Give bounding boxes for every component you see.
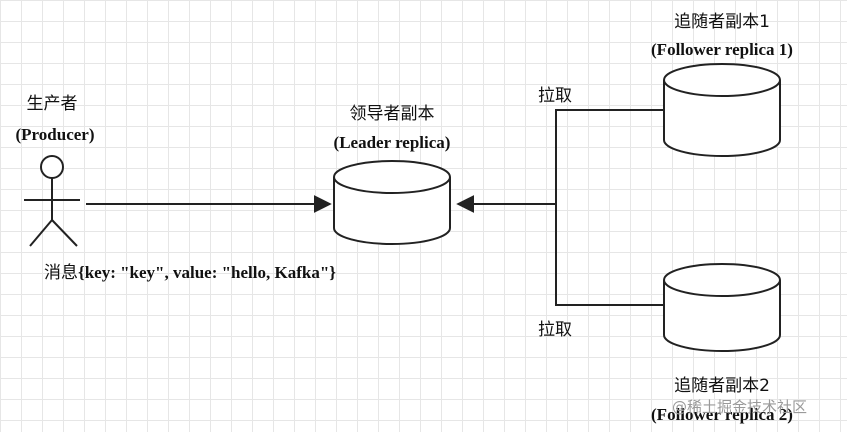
message-body: {key: "key", value: "hello, Kafka"} bbox=[78, 263, 336, 282]
follower1-label-en: (Follower replica 1) bbox=[651, 40, 793, 59]
leader-label-cn: 领导者副本 bbox=[349, 104, 435, 124]
pull-connectors bbox=[555, 109, 663, 306]
message-label: 消息{key: "key", value: "hello, Kafka"} bbox=[44, 263, 336, 283]
follower-replica-1-cylinder bbox=[663, 63, 781, 157]
pull-label-top: 拉取 bbox=[538, 86, 572, 106]
pull-connector-follower1 bbox=[555, 109, 663, 204]
producer-stick-figure bbox=[24, 155, 80, 247]
follower2-label-cn: 追随者副本2 bbox=[674, 376, 770, 396]
message-prefix: 消息 bbox=[44, 263, 78, 283]
producer-leg-left bbox=[29, 219, 53, 247]
pull-connector-follower2 bbox=[555, 204, 663, 306]
follower1-label-cn: 追随者副本1 bbox=[674, 12, 770, 32]
follower-replica-2-cylinder bbox=[663, 263, 781, 352]
producer-leg-right bbox=[51, 219, 78, 247]
leader-replica-cylinder bbox=[333, 160, 451, 245]
producer-label-cn: 生产者 bbox=[26, 94, 78, 114]
watermark: @稀土掘金技术社区 bbox=[672, 398, 808, 416]
follower2-label-en: (Follower replica 2) bbox=[651, 405, 793, 424]
producer-head bbox=[40, 155, 64, 179]
pull-label-bottom: 拉取 bbox=[538, 320, 572, 340]
leader-label-en: (Leader replica) bbox=[333, 133, 451, 152]
producer-label-en: (Producer) bbox=[15, 125, 95, 144]
